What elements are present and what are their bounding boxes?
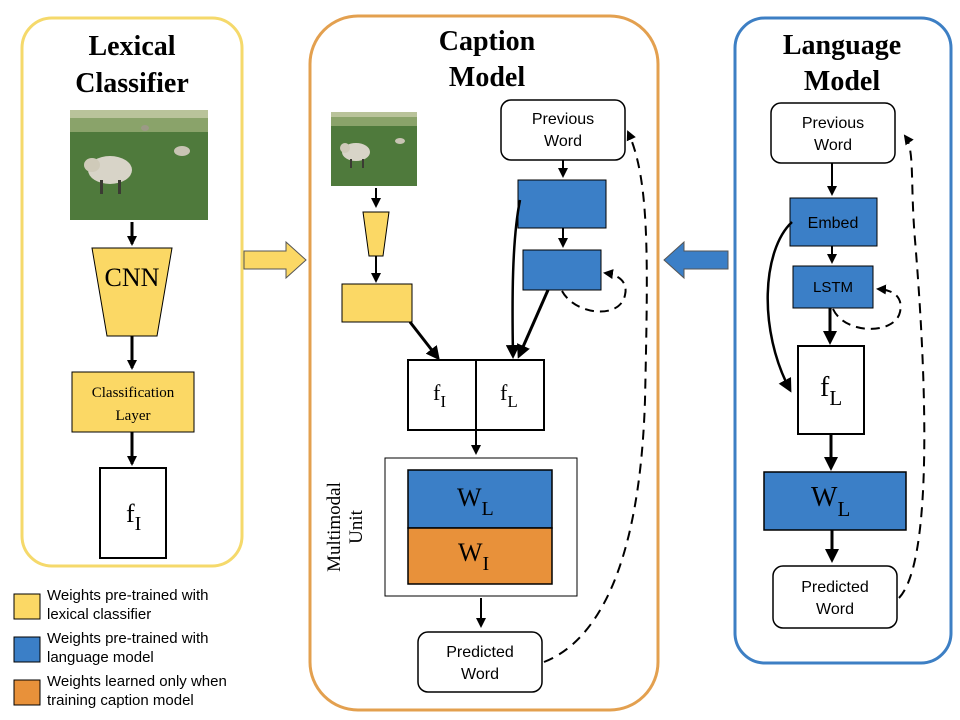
sheep-image-large	[70, 110, 208, 220]
language-embed-label: Embed	[808, 215, 859, 232]
classification-label-line2: Layer	[116, 408, 151, 424]
legend-item-1-line1: Weights pre-trained with	[47, 587, 208, 604]
language-fl-block	[797, 345, 865, 435]
lexical-fi-block	[99, 467, 167, 559]
lexical-classifier-panel: Lexical Classifier CNN Classification La…	[20, 16, 244, 568]
language-title-line2: Model	[804, 66, 880, 97]
lexical-title-line2: Classifier	[75, 68, 189, 99]
legend: Weights pre-trained with lexical classif…	[13, 587, 227, 709]
caption-embed-block	[517, 179, 607, 229]
legend-item-3-line2: training caption model	[47, 692, 194, 709]
cnn-label: CNN	[105, 263, 160, 292]
caption-fi-label: fI	[433, 380, 446, 411]
language-model-panel: Language Model Previous Word Embed LSTM …	[733, 16, 953, 665]
classification-label-line1: Classification	[92, 385, 175, 401]
caption-fl-block	[475, 359, 545, 431]
caption-wl-label: WL	[457, 483, 494, 520]
language-wl-label: WL	[811, 482, 850, 521]
caption-lstm-block	[522, 249, 602, 291]
lexical-title-line1: Lexical	[88, 31, 175, 62]
language-lstm-label: LSTM	[813, 279, 853, 296]
language-wl-block	[763, 471, 907, 531]
multimodal-label-line2: Unit	[346, 509, 367, 544]
legend-swatch-orange	[13, 679, 41, 706]
legend-swatch-blue	[13, 636, 41, 663]
language-title-line1: Language	[783, 30, 901, 61]
caption-previous-word-line2: Word	[544, 133, 582, 150]
language-predicted-word-line2: Word	[816, 601, 854, 618]
language-embed-block	[789, 197, 878, 247]
cnn-block	[91, 247, 173, 337]
legend-swatch-yellow	[13, 593, 41, 620]
caption-classification-block	[341, 283, 413, 323]
caption-predicted-word-line1: Predicted	[446, 644, 514, 661]
caption-previous-word-box	[500, 99, 626, 161]
caption-title-line1: Caption	[439, 26, 536, 57]
language-predicted-word-line1: Predicted	[801, 579, 869, 596]
lexical-fi-label: fI	[126, 499, 141, 535]
legend-item-2-line1: Weights pre-trained with	[47, 630, 208, 647]
transfer-arrow-yellow	[243, 240, 307, 280]
caption-model-panel: Caption Model Previous Word	[308, 14, 660, 712]
caption-wi-block	[407, 527, 553, 585]
caption-panel-border	[308, 14, 660, 712]
caption-wl-block	[407, 469, 553, 529]
multimodal-label-line1: Multimodal	[324, 482, 345, 572]
language-lstm-block	[792, 265, 874, 309]
caption-previous-word-line1: Previous	[532, 111, 594, 128]
language-previous-word-line2: Word	[814, 137, 852, 154]
caption-fi-block	[407, 359, 477, 431]
caption-title-line2: Model	[449, 62, 525, 93]
language-predicted-word-box	[772, 565, 898, 629]
caption-fl-label: fL	[500, 380, 518, 411]
transfer-arrow-blue	[663, 240, 729, 280]
caption-predicted-word-line2: Word	[461, 666, 499, 683]
language-previous-word-line1: Previous	[802, 115, 864, 132]
lexical-panel-border	[20, 16, 244, 568]
language-fl-label: fL	[820, 372, 842, 410]
caption-predicted-word-box	[417, 631, 543, 693]
caption-wi-label: WI	[458, 538, 489, 575]
caption-cnn-block	[362, 211, 390, 257]
language-panel-border	[733, 16, 953, 665]
legend-item-3-line1: Weights learned only when	[47, 673, 227, 690]
sheep-image-small	[331, 112, 417, 186]
language-previous-word-box	[770, 102, 896, 164]
legend-item-1-line2: lexical classifier	[47, 606, 151, 623]
legend-item-2-line2: language model	[47, 649, 154, 666]
